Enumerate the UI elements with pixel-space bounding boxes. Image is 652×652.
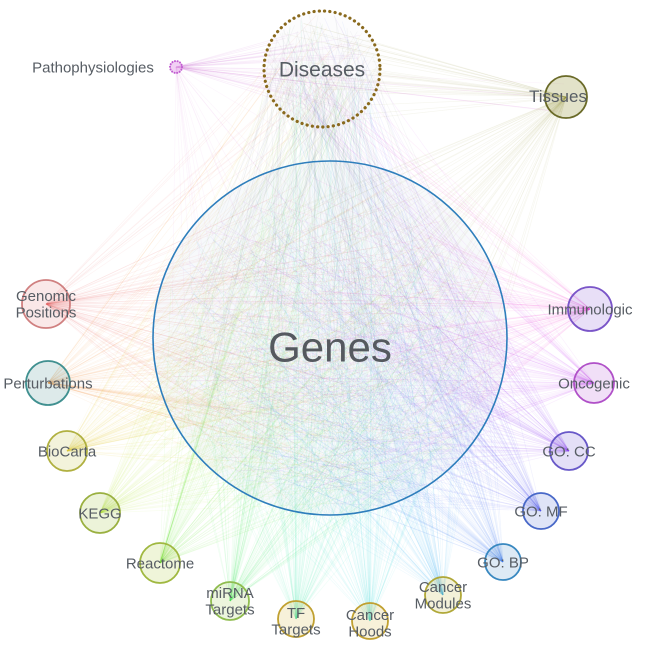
node-diseases[interactable] (262, 9, 382, 129)
node-genes[interactable] (152, 160, 508, 516)
node-genomic-positions[interactable] (21, 279, 71, 329)
edge-bundle-tf-targets--genes (163, 181, 492, 620)
node-label-oncogenic: Oncogenic (558, 375, 630, 392)
node-label-kegg: KEGG (78, 505, 121, 522)
node-biocarta[interactable] (46, 430, 88, 472)
node-label-genes: Genes (268, 324, 392, 371)
edge-bundle-perturbations--diseases (47, 27, 371, 384)
node-label-go-bp: GO: BP (477, 554, 529, 571)
edge-bundle-tissues--diseases (284, 23, 567, 123)
edge-bundle-oncogenic--diseases (279, 69, 595, 384)
edge-bundle-go-bp--diseases (279, 21, 504, 563)
edge-bundle-cancer-modules--diseases (284, 61, 444, 596)
node-label-biocarta: BioCarta (38, 443, 97, 460)
node-oncogenic[interactable] (573, 362, 615, 404)
edge-bundle-biocarta--genes (66, 181, 477, 484)
node-labels: Genes Diseases PathophysiologiesTissuesGen… (3, 58, 633, 640)
edge-bundle-reactome--genes (159, 203, 488, 564)
edge-bundle-go-mf--diseases (296, 17, 542, 512)
edge-bundle-cancer-modules--genes (167, 171, 478, 596)
edge-bundle-genomic-positions--genes (45, 185, 492, 502)
edge-bundle-kegg--genes (99, 175, 490, 514)
node-label-tissues: Tissues (529, 87, 587, 106)
node-kegg[interactable] (79, 492, 121, 534)
edge-bundle-genomic-positions--diseases (45, 14, 369, 305)
node-label-go-mf: GO: MF (514, 503, 567, 520)
node-label-immunologic: Immunologic (547, 301, 633, 318)
edge-bundle-oncogenic--genes (169, 191, 595, 504)
node-go-mf[interactable] (522, 492, 560, 530)
edge-bundles (45, 14, 595, 622)
edge-bundle-kegg--diseases (99, 25, 355, 514)
node-label-reactome: Reactome (126, 555, 194, 572)
node-label-perturbations: Perturbations (3, 375, 92, 392)
edge-bundle-biocarta--diseases (66, 28, 377, 452)
node-immunologic[interactable] (567, 286, 613, 332)
node-label-go-cc: GO: CC (542, 443, 596, 460)
node-go-bp[interactable] (484, 543, 522, 581)
edge-bundle-diseases--genes (165, 15, 496, 496)
edge-bundle-cancer-hoods--genes (187, 177, 488, 622)
edge-bundle-pathophysiologies--tissues (175, 66, 574, 113)
node-perturbations[interactable] (25, 360, 71, 406)
edge-bundle-immunologic--diseases (278, 44, 591, 310)
node-go-cc[interactable] (549, 431, 589, 471)
edge-bundle-cancer-hoods--diseases (293, 24, 372, 622)
edge-bundle-perturbations--genes (47, 182, 486, 497)
edge-bundle-go-mf--genes (187, 175, 542, 512)
edge-bundle-tf-targets--diseases (292, 20, 372, 620)
node-cancer-modules[interactable] (424, 576, 462, 614)
node-label-pathophysiologies: Pathophysiologies (32, 59, 154, 76)
nodes (21, 9, 615, 640)
node-reactome[interactable] (139, 542, 181, 584)
edge-bundle-go-cc--genes (175, 190, 570, 505)
node-mirna-targets[interactable] (210, 581, 250, 621)
node-cancer-hoods[interactable] (351, 602, 389, 640)
edge-bundle-go-bp--genes (172, 185, 504, 563)
edge-bundle-reactome--diseases (159, 23, 360, 564)
edge-bundle-go-cc--diseases (285, 15, 570, 452)
edge-bundle-immunologic--genes (178, 177, 591, 502)
node-tissues[interactable] (544, 75, 588, 119)
edge-bundle-pathophysiologies--genes (171, 66, 440, 498)
edge-bundle-mirna-targets--genes (185, 185, 490, 602)
node-pathophysiologies[interactable] (169, 60, 183, 74)
node-tf-targets[interactable] (277, 600, 315, 638)
node-label-diseases: Diseases (279, 58, 365, 81)
edge-bundle-tissues--genes (179, 96, 567, 496)
